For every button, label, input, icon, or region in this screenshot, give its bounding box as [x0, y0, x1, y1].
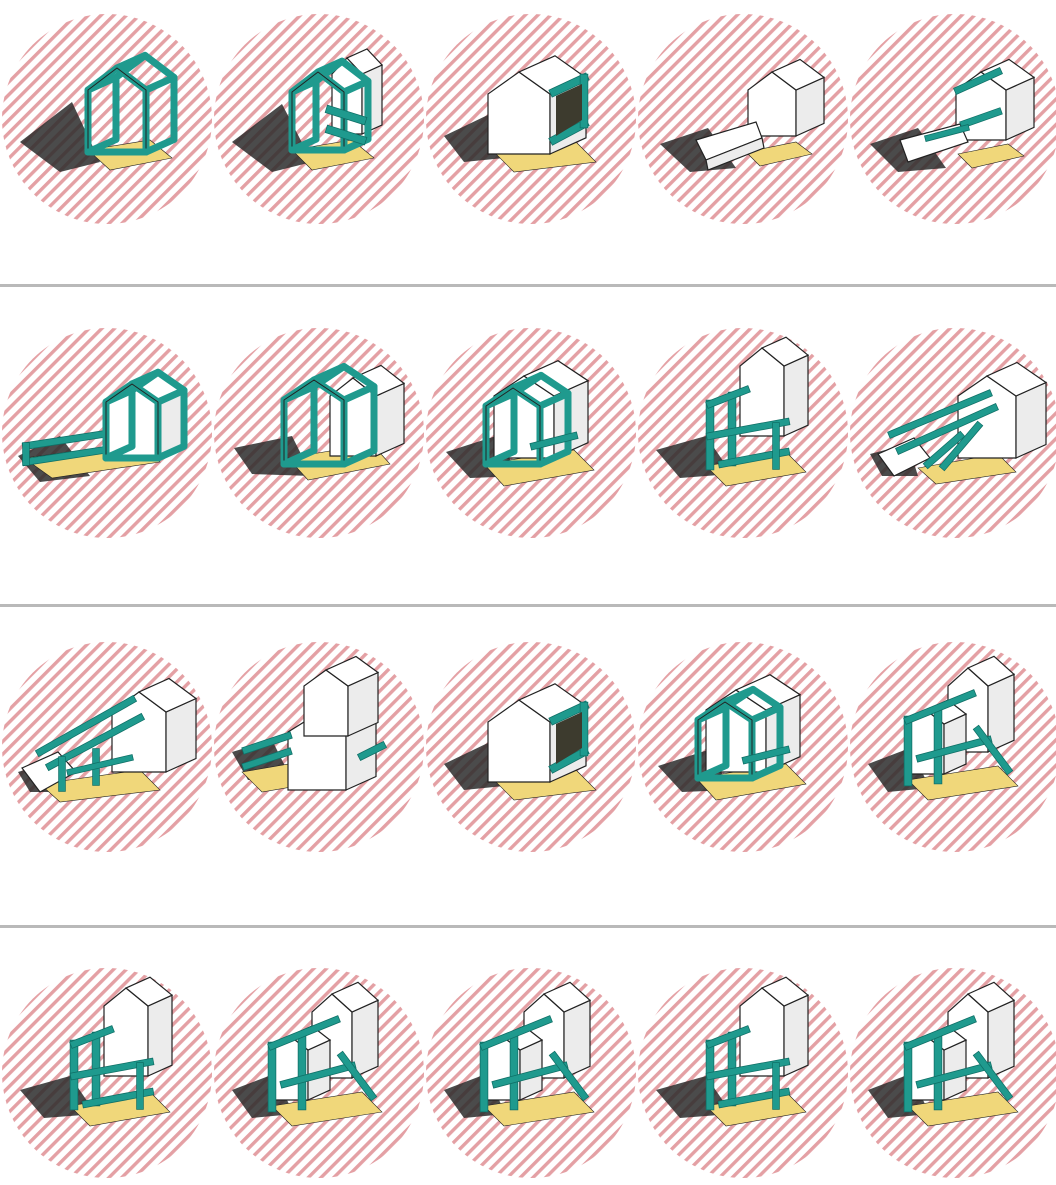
house-frame-icon: [636, 640, 850, 854]
model-row: [0, 966, 1056, 1180]
model-diagram-cell: [212, 640, 426, 854]
model-diagram-cell: [212, 326, 426, 540]
house-mass-icon: [636, 12, 850, 226]
house-tower-icon: [848, 640, 1056, 854]
house-frame-icon: [848, 326, 1056, 540]
house-tower-icon: [636, 326, 850, 540]
model-diagram-cell: [424, 12, 638, 226]
model-diagram-cell: [848, 12, 1056, 226]
model-diagram-cell: [636, 12, 850, 226]
row-divider: [0, 284, 1056, 287]
model-diagram-cell: [424, 966, 638, 1180]
model-diagram-cell: [636, 966, 850, 1180]
house-tower-icon: [424, 966, 638, 1180]
model-diagram-cell: [0, 12, 214, 226]
model-diagram-cell: [424, 326, 638, 540]
model-diagram-cell: [212, 12, 426, 226]
house-frame-icon: [0, 640, 214, 854]
house-tower-icon: [0, 966, 214, 1180]
row-divider: [0, 604, 1056, 607]
model-row: [0, 12, 1056, 226]
model-diagram-cell: [848, 640, 1056, 854]
model-diagram-cell: [636, 326, 850, 540]
house-mass-icon: [212, 640, 426, 854]
model-diagram-cell: [0, 326, 214, 540]
model-diagram-cell: [636, 640, 850, 854]
house-frame-icon: [212, 326, 426, 540]
model-diagram-cell: [848, 326, 1056, 540]
row-divider: [0, 925, 1056, 928]
house-mass-icon: [424, 640, 638, 854]
house-tower-icon: [212, 966, 426, 1180]
house-frame-icon: [424, 326, 638, 540]
model-diagram-cell: [848, 966, 1056, 1180]
house-mass-icon: [848, 12, 1056, 226]
model-row: [0, 326, 1056, 540]
house-tower-icon: [848, 966, 1056, 1180]
model-row: [0, 640, 1056, 854]
house-frame-icon: [212, 12, 426, 226]
model-diagram-cell: [424, 640, 638, 854]
model-diagram-cell: [0, 966, 214, 1180]
model-diagram-cell: [0, 640, 214, 854]
house-mass-icon: [424, 12, 638, 226]
model-diagram-cell: [212, 966, 426, 1180]
house-frame-icon: [0, 326, 214, 540]
house-tower-icon: [636, 966, 850, 1180]
house-frame-icon: [0, 12, 214, 226]
